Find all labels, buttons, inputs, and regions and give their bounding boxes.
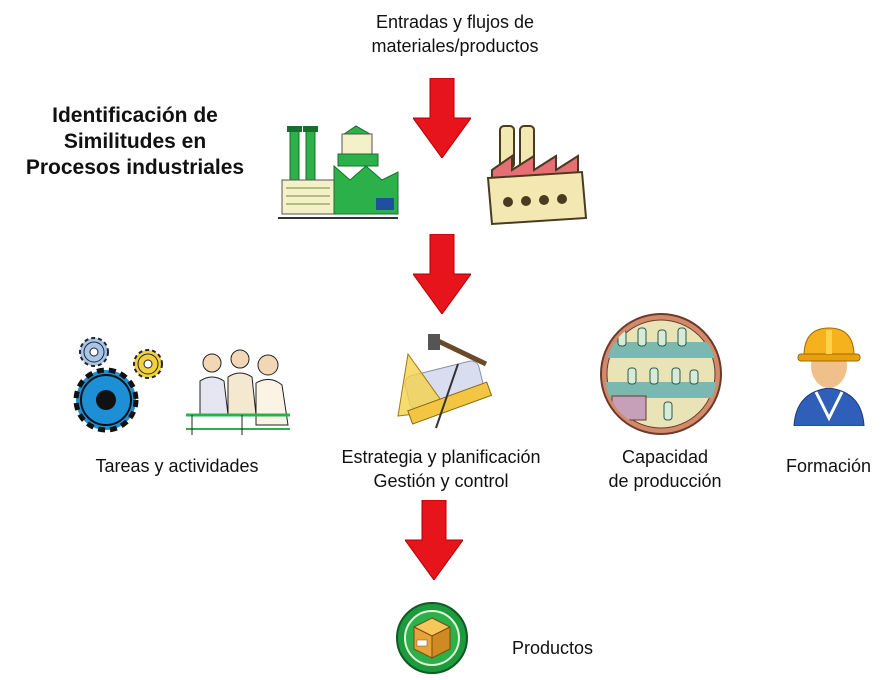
box-badge-icon	[396, 602, 468, 674]
strategy-label: Estrategia y planificación Gestión y con…	[300, 445, 582, 493]
strategy-line2: Gestión y control	[373, 471, 509, 491]
drafting-tools-icon	[397, 334, 493, 429]
products-label: Productos	[512, 638, 594, 658]
tasks-label: Tareas y actividades	[95, 456, 259, 476]
identification-line3: Procesos industriales	[25, 156, 245, 179]
capacity-line2: de producción	[608, 471, 722, 491]
factory-icon	[278, 125, 399, 219]
inputs-label-line2: materiales/productos	[371, 36, 539, 56]
workers-icon	[186, 349, 290, 435]
capacity-line1: Capacidad	[621, 447, 709, 467]
flow-arrow-3	[405, 500, 463, 580]
strategy-line1: Estrategia y planificación	[341, 447, 541, 467]
flow-arrow-1	[413, 78, 471, 158]
flow-arrow-2	[413, 234, 471, 314]
gears-icon	[73, 337, 163, 433]
identification-line1: Identificación de	[52, 104, 218, 127]
production-line-icon	[600, 313, 722, 435]
capacity-label: Capacidad de producción	[585, 445, 745, 493]
inputs-label-line1: Entradas y flujos de	[375, 12, 535, 32]
hard-hat-worker-icon	[793, 327, 865, 426]
factory-icon	[486, 125, 588, 226]
training-label: Formación	[786, 456, 872, 476]
identification-label: Identificación de Similitudes en Proceso…	[0, 103, 270, 181]
identification-line2: Similitudes en	[63, 130, 207, 153]
inputs-label: Entradas y flujos de materiales/producto…	[300, 10, 610, 58]
